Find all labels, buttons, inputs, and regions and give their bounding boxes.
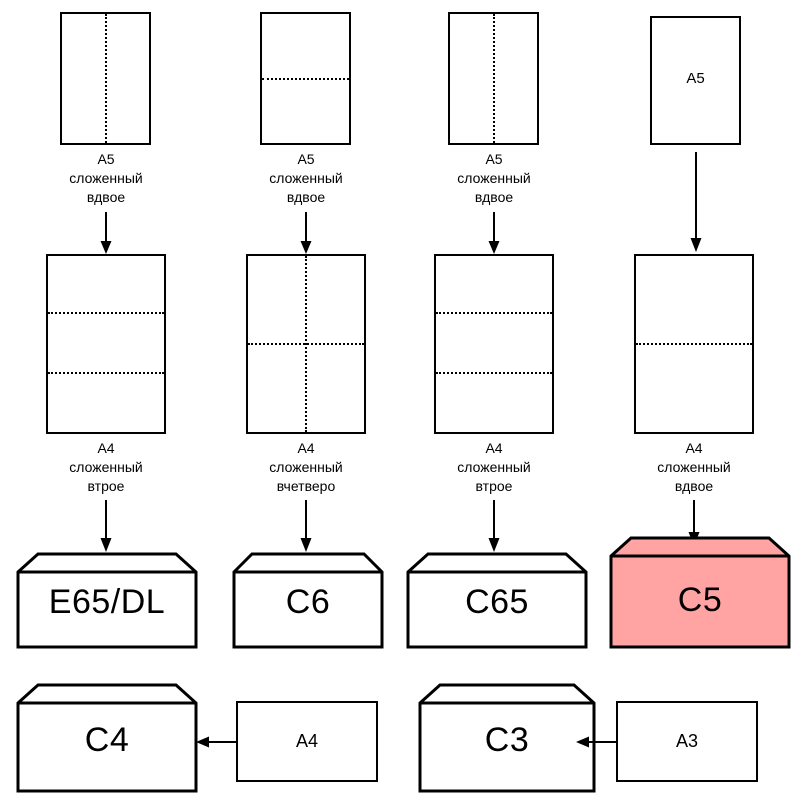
sheet-a5-col4: [650, 16, 741, 145]
sheet-a4-col1: [46, 254, 166, 434]
sheet-a4-bottom-label: A4: [295, 731, 319, 751]
arrow-down-col2-middle: [300, 500, 312, 552]
arrow-down-col1-top: [100, 212, 112, 254]
sheet-a5-col1: [60, 12, 151, 145]
fold-line-horizontal: [262, 77, 349, 80]
arrow-down-col2-top: [300, 212, 312, 254]
caption-col1-top: A5 сложенный вдвое: [69, 151, 143, 205]
sheet-a5-col4-label: A5: [686, 70, 705, 87]
caption-col3-middle: A4 сложенный втрое: [457, 440, 531, 494]
sheet-a3-bottom: [616, 701, 758, 782]
caption-col3-top: A5 сложенный вдвое: [457, 151, 531, 205]
envelope-e65dl-label: E65/DL: [48, 583, 166, 621]
fold-line-horizontal-2: [436, 372, 552, 374]
sheet-a4-col4: [634, 254, 754, 434]
caption-col2-top: A5 сложенный вдвое: [269, 151, 343, 205]
fold-line-vertical: [104, 14, 107, 143]
envelope-c3-label: C3: [484, 721, 530, 759]
envelope-c65-label: C65: [465, 583, 529, 621]
envelope-c65: [406, 552, 588, 649]
envelope-c6: [232, 552, 384, 649]
sheet-a4-col2: [246, 254, 366, 434]
fold-line-horizontal: [636, 343, 752, 345]
fold-line-horizontal-2: [48, 372, 164, 374]
arrow-left-a4-to-c4: [196, 736, 240, 748]
arrow-down-col3-middle: [488, 500, 500, 552]
caption-col4-middle: A4 сложенный вдвое: [657, 440, 731, 494]
fold-line-vertical: [492, 14, 495, 143]
envelope-c3: [418, 683, 596, 793]
arrow-down-col1-middle: [100, 500, 112, 552]
fold-line-horizontal-1: [436, 312, 552, 314]
arrow-left-a3-to-c3: [576, 736, 620, 748]
fold-line-horizontal-1: [48, 312, 164, 314]
sheet-a3-bottom-label: A3: [675, 731, 699, 751]
envelope-c6-label: C6: [285, 583, 331, 621]
sheet-a5-col2: [260, 12, 351, 145]
arrow-down-col4-top: [690, 152, 702, 252]
fold-line-vertical: [305, 256, 307, 432]
arrow-down-col3-top: [488, 212, 500, 254]
sheet-a4-col3: [434, 254, 554, 434]
caption-col2-middle: A4 сложенный вчетверо: [269, 440, 343, 494]
caption-col1-middle: A4 сложенный втрое: [69, 440, 143, 494]
sheet-a5-col3: [448, 12, 539, 145]
envelope-c5: [609, 536, 791, 649]
envelope-e65dl: [16, 552, 198, 649]
envelope-c4: [16, 683, 198, 793]
sheet-a4-bottom: [236, 701, 378, 782]
envelope-c4-label: C4: [84, 721, 130, 759]
envelope-c5-label: C5: [677, 581, 723, 619]
